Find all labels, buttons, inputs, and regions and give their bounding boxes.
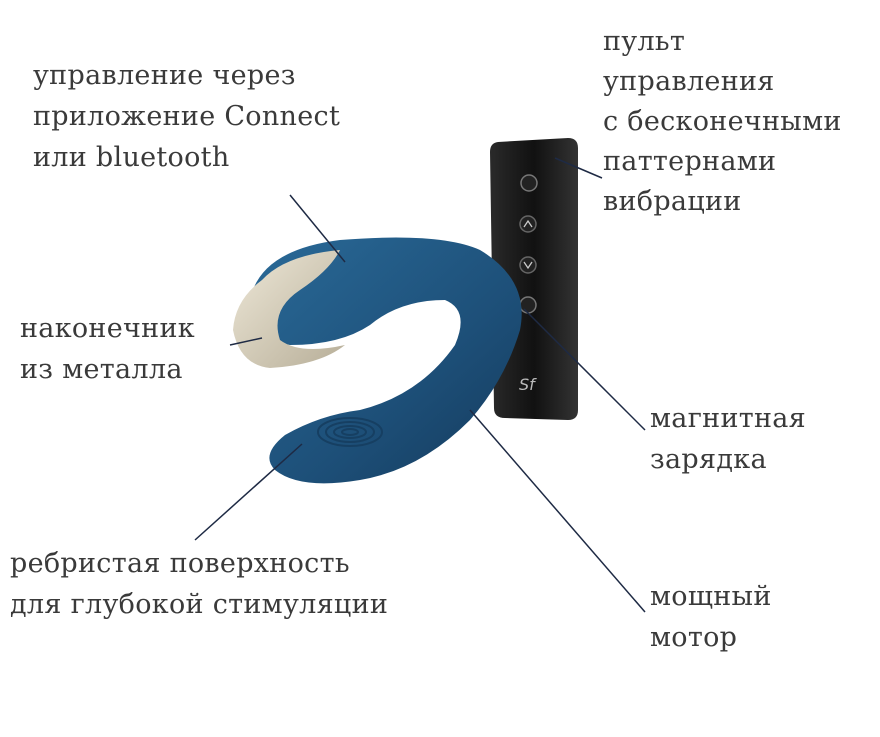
- callout-line: наконечник: [20, 313, 195, 344]
- callout-app: управление через приложение Connect или …: [33, 55, 340, 178]
- callout-line: пульт: [603, 26, 686, 57]
- leader-tip: [229, 337, 263, 346]
- callout-line: для глубокой стимуляции: [10, 589, 389, 620]
- mode-button-icon: [519, 296, 537, 314]
- callout-line: с бесконечными: [603, 106, 842, 137]
- callout-line: управления: [603, 66, 775, 97]
- callout-motor: мощный мотор: [650, 576, 772, 658]
- callout-line: мощный: [650, 581, 772, 612]
- callout-tip: наконечник из металла: [20, 308, 195, 390]
- leader-surface: [194, 443, 303, 541]
- callout-line: зарядка: [650, 444, 767, 475]
- leader-charging: [523, 308, 646, 431]
- callout-line: приложение Connect: [33, 101, 341, 132]
- ribbed-surface: [317, 417, 383, 447]
- callout-line: или bluetooth: [33, 142, 230, 173]
- callout-charging: магнитная зарядка: [650, 398, 806, 480]
- callout-line: ребристая поверхность: [10, 548, 350, 579]
- power-button-icon: [520, 174, 538, 192]
- leader-lines: [194, 157, 646, 613]
- remote-logo: Sf: [519, 375, 537, 394]
- callout-surface: ребристая поверхность для глубокой стиму…: [10, 543, 388, 625]
- up-button-icon: [519, 215, 537, 233]
- callout-line: магнитная: [650, 403, 806, 434]
- callout-line: паттернами: [603, 146, 777, 177]
- callout-line: управление через: [33, 60, 296, 91]
- vibrator-device: [233, 237, 522, 484]
- callout-remote: пульт управления с бесконечными паттерна…: [603, 22, 842, 222]
- leader-app: [289, 194, 346, 263]
- callout-line: из металла: [20, 354, 183, 385]
- leader-remote: [554, 157, 603, 179]
- callout-line: вибрации: [603, 186, 742, 217]
- callout-line: мотор: [650, 622, 738, 653]
- leader-motor: [469, 409, 646, 613]
- down-button-icon: [519, 256, 537, 274]
